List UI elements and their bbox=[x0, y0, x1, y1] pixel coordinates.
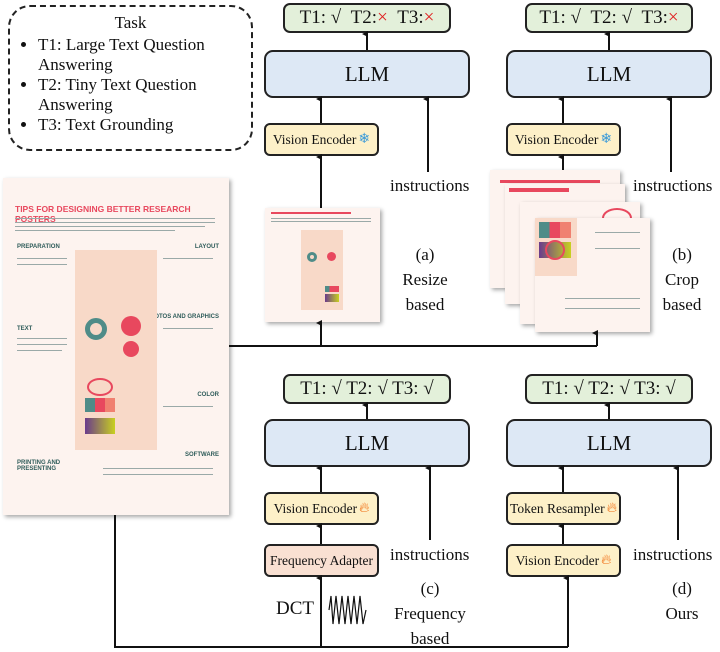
instructions-d: instructions bbox=[633, 545, 713, 564]
fire-icon: 🔥︎ bbox=[601, 552, 612, 568]
label-line: (b) bbox=[672, 245, 692, 264]
dct-waveform-icon bbox=[328, 595, 367, 625]
task-item: T2: Tiny Text Question Answering bbox=[38, 75, 251, 115]
task-list: T1: Large Text Question Answering T2: Ti… bbox=[20, 35, 251, 135]
connector bbox=[114, 515, 568, 648]
instructions-a: instructions bbox=[390, 176, 470, 195]
result-t3: T3: bbox=[397, 7, 424, 28]
vision-encoder-c: Vision Encoder🔥︎ bbox=[264, 492, 379, 525]
llm-box-d: LLM bbox=[506, 419, 712, 467]
result-t3: T3: bbox=[641, 7, 668, 28]
cross-icon: × bbox=[377, 7, 388, 28]
poster-section: PHOTOS AND GRAPHICS bbox=[145, 314, 219, 320]
label-b: (b) Crop based bbox=[642, 242, 720, 317]
task-title: Task bbox=[114, 13, 147, 32]
cross-icon: × bbox=[423, 7, 435, 28]
result-t2: T2: bbox=[350, 7, 378, 28]
result-t1: T1: √ bbox=[539, 7, 581, 28]
result-box-a: T1: √ T2:× T3:× bbox=[283, 3, 451, 33]
poster-title: TIPS FOR DESIGNING BETTER RESEARCH POSTE… bbox=[15, 204, 191, 224]
encoder-label: Vision Encoder bbox=[515, 552, 600, 568]
label-line: Crop bbox=[665, 270, 699, 289]
snowflake-icon: ❄ bbox=[358, 132, 371, 147]
poster-section: PREPARATION bbox=[17, 244, 60, 250]
label-line: (c) bbox=[420, 579, 440, 598]
poster-section: SOFTWARE bbox=[185, 452, 219, 458]
label-line: (a) bbox=[415, 245, 435, 264]
token-resampler: Token Resampler🔥︎ bbox=[506, 492, 621, 525]
dct-label: DCT bbox=[276, 598, 314, 619]
poster-section: COLOR bbox=[197, 392, 219, 398]
poster-section: PRINTING AND PRESENTING bbox=[17, 460, 61, 472]
instructions-c: instructions bbox=[390, 545, 470, 564]
label-a: (a) Resize based bbox=[385, 242, 465, 317]
result-box-c: T1: √ T2: √ T3: √ bbox=[283, 374, 451, 404]
encoder-label: Vision Encoder bbox=[272, 131, 357, 147]
llm-box-b: LLM bbox=[506, 50, 712, 98]
poster-section: LAYOUT bbox=[194, 244, 219, 250]
poster-section: TEXT bbox=[17, 326, 33, 332]
encoder-label: Vision Encoder bbox=[514, 131, 599, 147]
label-d: (d) Ours bbox=[642, 576, 720, 626]
llm-box-a: LLM bbox=[264, 50, 470, 98]
task-box: Task T1: Large Text Question Answering T… bbox=[8, 5, 253, 151]
result-t1: T1: √ bbox=[299, 7, 342, 28]
label-line: based bbox=[410, 629, 450, 648]
encoder-label: Vision Encoder bbox=[273, 500, 358, 516]
label-c: (c) Frequency based bbox=[385, 576, 475, 651]
result-t2: T2: √ bbox=[590, 7, 632, 28]
label-line: (d) bbox=[672, 579, 692, 598]
vision-encoder-b: Vision Encoder❄ bbox=[506, 123, 621, 156]
resized-poster bbox=[265, 208, 380, 322]
llm-box-c: LLM bbox=[264, 419, 470, 467]
vision-encoder-d: Vision Encoder🔥︎ bbox=[506, 544, 621, 577]
snowflake-icon: ❄ bbox=[600, 132, 613, 147]
task-item: T1: Large Text Question Answering bbox=[38, 35, 251, 75]
label-line: Frequency bbox=[394, 604, 466, 623]
fire-icon: 🔥︎ bbox=[359, 500, 370, 516]
instructions-b: instructions bbox=[633, 176, 713, 195]
resampler-label: Token Resampler bbox=[510, 500, 605, 516]
label-line: based bbox=[662, 295, 702, 314]
input-poster: TIPS FOR DESIGNING BETTER RESEARCH POSTE… bbox=[3, 178, 229, 515]
result-box-b: T1: √ T2: √ T3:× bbox=[525, 3, 693, 33]
crop-page bbox=[535, 218, 650, 332]
fire-icon: 🔥︎ bbox=[606, 500, 617, 516]
label-line: Resize bbox=[402, 270, 448, 289]
cross-icon: × bbox=[667, 7, 679, 28]
frequency-adapter: Frequency Adapter bbox=[264, 544, 379, 577]
label-line: Ours bbox=[665, 604, 699, 623]
label-line: based bbox=[405, 295, 445, 314]
task-item: T3: Text Grounding bbox=[38, 115, 251, 135]
